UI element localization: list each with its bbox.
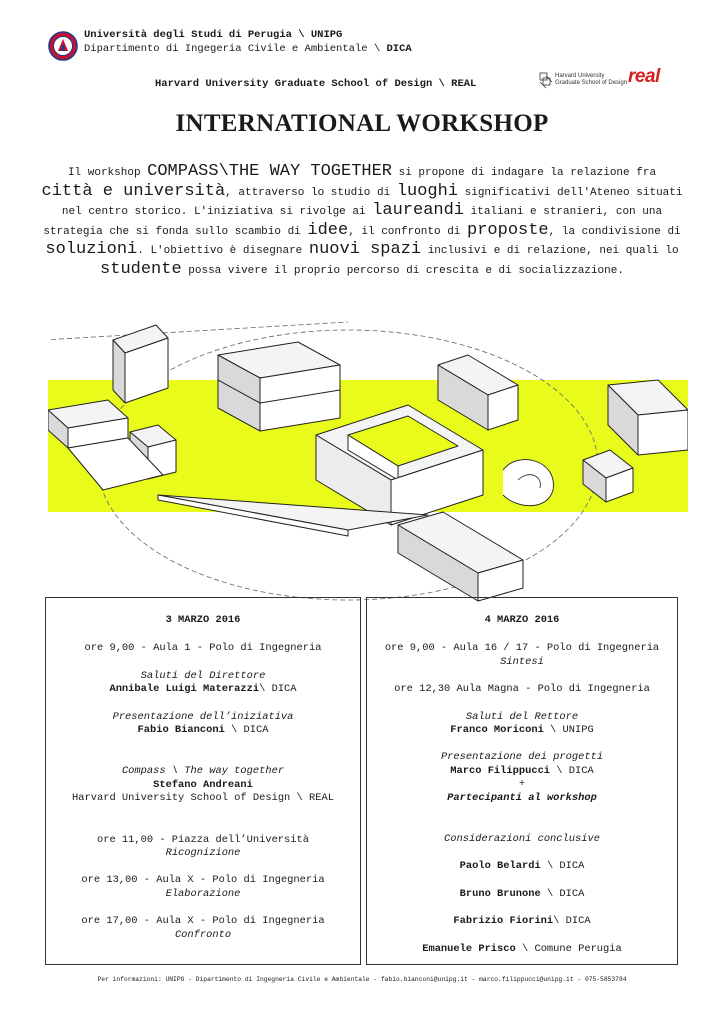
day1-compass-name: Stefano Andreani: [153, 778, 253, 791]
building-central-left: [217, 341, 341, 432]
day1-pres-label: Presentazione dell’iniziativa: [112, 710, 294, 723]
harvard-logo-text: Harvard University Graduate School of De…: [555, 73, 628, 86]
program-day-1: 3 MARZO 2016 ore 9,00 - Aula 1 - Polo di…: [45, 597, 361, 965]
department-name: Dipartimento di Ingegeria Civile e Ambie…: [84, 43, 381, 55]
day1-session-2: ore 11,00 - Piazza dell’Università: [96, 833, 309, 846]
day2-speaker-2: Bruno Brunone: [459, 887, 541, 900]
building-left-a: [112, 324, 169, 404]
axonometric-drawing: [48, 321, 688, 602]
department-code: DICA: [386, 43, 412, 55]
harvard-header: Harvard University Graduate School of De…: [155, 78, 477, 90]
day2-rector-label: Saluti del Rettore: [465, 710, 579, 723]
intro-paragraph: Il workshop COMPASS\THE WAY TOGETHER si …: [41, 162, 683, 279]
program-day-2: 4 MARZO 2016 ore 9,00 - Aula 16 / 17 - P…: [366, 597, 678, 965]
day2-speaker-3: Fabrizio Fiorini: [453, 915, 554, 928]
building-right-a: [437, 354, 519, 431]
day2-date: 4 MARZO 2016: [484, 614, 560, 626]
university-name: Università degli Studi di Perugia \ UNIP…: [84, 29, 343, 41]
day2-participants: Partecipanti al workshop: [447, 791, 597, 804]
building-right-c: [582, 449, 634, 503]
day1-session-4: ore 17,00 - Aula X - Polo di Ingegneria: [81, 915, 325, 928]
day1-date: 3 MARZO 2016: [165, 614, 241, 626]
day2-speaker-1: Paolo Belardi: [459, 860, 541, 873]
day2-proj-name: Marco Filippucci: [450, 764, 551, 777]
building-bottom: [397, 511, 524, 602]
day2-session-2: ore 12,30 Aula Magna - Polo di Ingegneri…: [394, 683, 650, 696]
building-right-b: [607, 379, 688, 456]
footer-contact: Per informazioni: UNIPG - Dipartimento d…: [97, 976, 627, 983]
day2-rector-name: Franco Moriconi: [450, 724, 544, 737]
day1-compass-aff: Harvard University School of Design \ RE…: [72, 792, 334, 805]
university-header: Università degli Studi di Perugia \ UNIP…: [84, 28, 412, 56]
day1-greet-name: Annibale Luigi Materazzi: [109, 683, 260, 696]
building-courtyard: [315, 404, 484, 526]
day2-plus: +: [518, 778, 526, 791]
left-wedge: [67, 437, 164, 491]
day2-proj-label: Presentazione dei progetti: [440, 751, 604, 764]
harvard-gsd-logo-icon: [539, 72, 553, 89]
day1-pres-name: Fabio Bianconi: [137, 724, 225, 737]
day1-session-3: ore 13,00 - Aula X - Polo di Ingegneria: [81, 874, 325, 887]
day2-concl-label: Considerazioni conclusive: [444, 833, 600, 846]
day1-session-1: ore 9,00 - Aula 1 - Polo di Ingegneria: [84, 642, 322, 655]
university-seal-icon: [48, 31, 78, 61]
day1-compass-label: Compass \ The way together: [121, 765, 285, 778]
day2-session-1: ore 9,00 - Aula 16 / 17 - Polo di Ingegn…: [384, 642, 660, 655]
real-logo: real: [628, 66, 660, 87]
day2-speaker-4: Emanuele Prisco: [422, 942, 516, 955]
page-title: INTERNATIONAL WORKSHOP: [175, 110, 549, 137]
day1-greet-label: Saluti del Direttore: [140, 669, 266, 682]
